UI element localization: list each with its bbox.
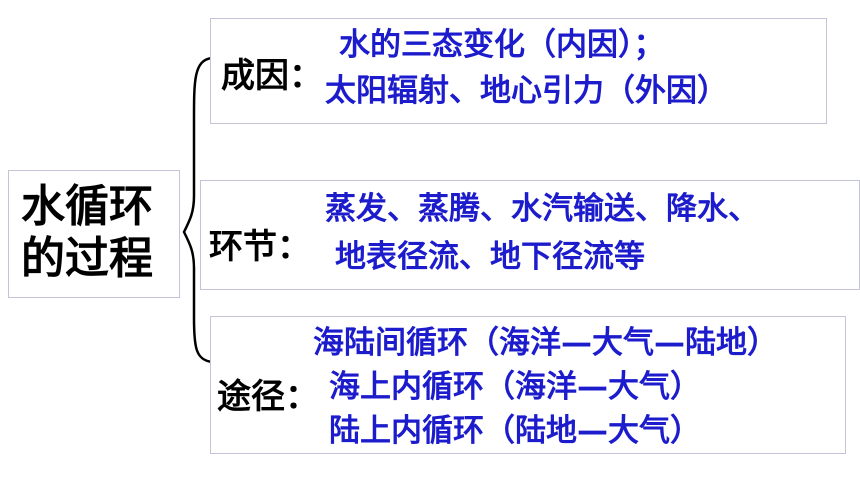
path-line-1: 海陆间循环（海洋—大气—陆地） bbox=[313, 325, 778, 361]
link-line-2: 地表径流、地下径流等 bbox=[335, 239, 645, 275]
main-title-line-2: 的过程 bbox=[21, 233, 153, 284]
link-line-1: 蒸发、蒸腾、水汽输送、降水、 bbox=[325, 191, 759, 227]
cause-line-2: 太阳辐射、地心引力（外因） bbox=[325, 73, 728, 109]
link-label: 环节： bbox=[209, 227, 311, 267]
path-line-3: 陆上内循环（陆地—大气） bbox=[329, 413, 701, 449]
path-line-2: 海上内循环（海洋—大气） bbox=[329, 369, 701, 405]
path-label: 途径： bbox=[217, 377, 319, 417]
cause-line-1: 水的三态变化（内因）； bbox=[339, 27, 665, 63]
cause-label: 成因： bbox=[221, 56, 323, 96]
path-box: 途径： 海陆间循环（海洋—大气—陆地） 海上内循环（海洋—大气） 陆上内循环（陆… bbox=[210, 316, 846, 454]
main-title-box: 水循环 的过程 bbox=[8, 170, 180, 298]
main-title-line-1: 水循环 bbox=[21, 181, 153, 232]
link-box: 环节： 蒸发、蒸腾、水汽输送、降水、 地表径流、地下径流等 bbox=[200, 180, 860, 290]
cause-box: 成因： 水的三态变化（内因）； 太阳辐射、地心引力（外因） bbox=[210, 18, 827, 124]
